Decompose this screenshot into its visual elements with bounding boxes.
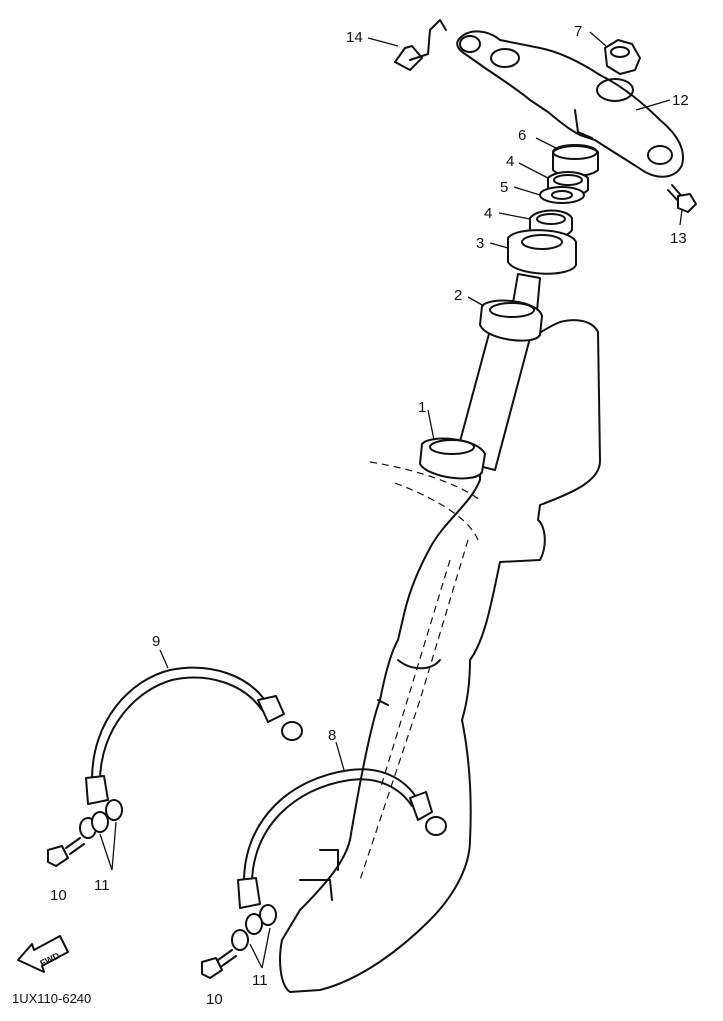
bearing-2 [479,299,543,342]
label-part-4-upper: 4 [506,153,514,170]
bolt-13 [667,184,697,213]
bearing-cover-3 [507,229,577,275]
label-part-1: 1 [418,399,426,416]
washer-5 [539,186,585,204]
label-part-7: 7 [574,23,582,40]
label-part-2: 2 [454,287,462,304]
label-part-14: 14 [346,29,363,46]
assembly-guides [359,461,481,881]
label-part-5: 5 [500,179,508,196]
label-part-11-left: 11 [94,877,110,894]
part-labels: 14 7 12 6 4 5 4 3 13 2 1 9 8 10 11 11 10 [50,23,689,1008]
label-part-10-left: 10 [50,887,67,904]
bolt-10-right [201,949,237,979]
label-part-12: 12 [672,92,689,109]
brake-hose-8 [237,768,447,909]
label-part-3: 3 [476,235,484,252]
diagram-code: 1UX110-6240 [12,991,91,1006]
leader-lines [99,31,683,969]
frame-outline [279,319,602,993]
label-part-13: 13 [670,230,687,247]
bolt-10-left [47,837,85,867]
label-part-10-right: 10 [206,991,223,1008]
brake-hose-9 [85,666,303,805]
upper-bracket [456,30,684,178]
label-part-8: 8 [328,727,336,744]
cable-guide [394,19,447,71]
label-part-9: 9 [152,633,160,650]
washer-6 [552,144,599,177]
bearing-1 [419,437,486,480]
washers-11-right [231,904,277,951]
label-part-4-lower: 4 [484,205,492,222]
cap-nut [604,39,641,75]
label-part-6: 6 [518,127,526,144]
washers-11-left [79,799,123,839]
fwd-arrow: FWD [17,935,69,973]
label-part-11-right: 11 [252,972,268,989]
